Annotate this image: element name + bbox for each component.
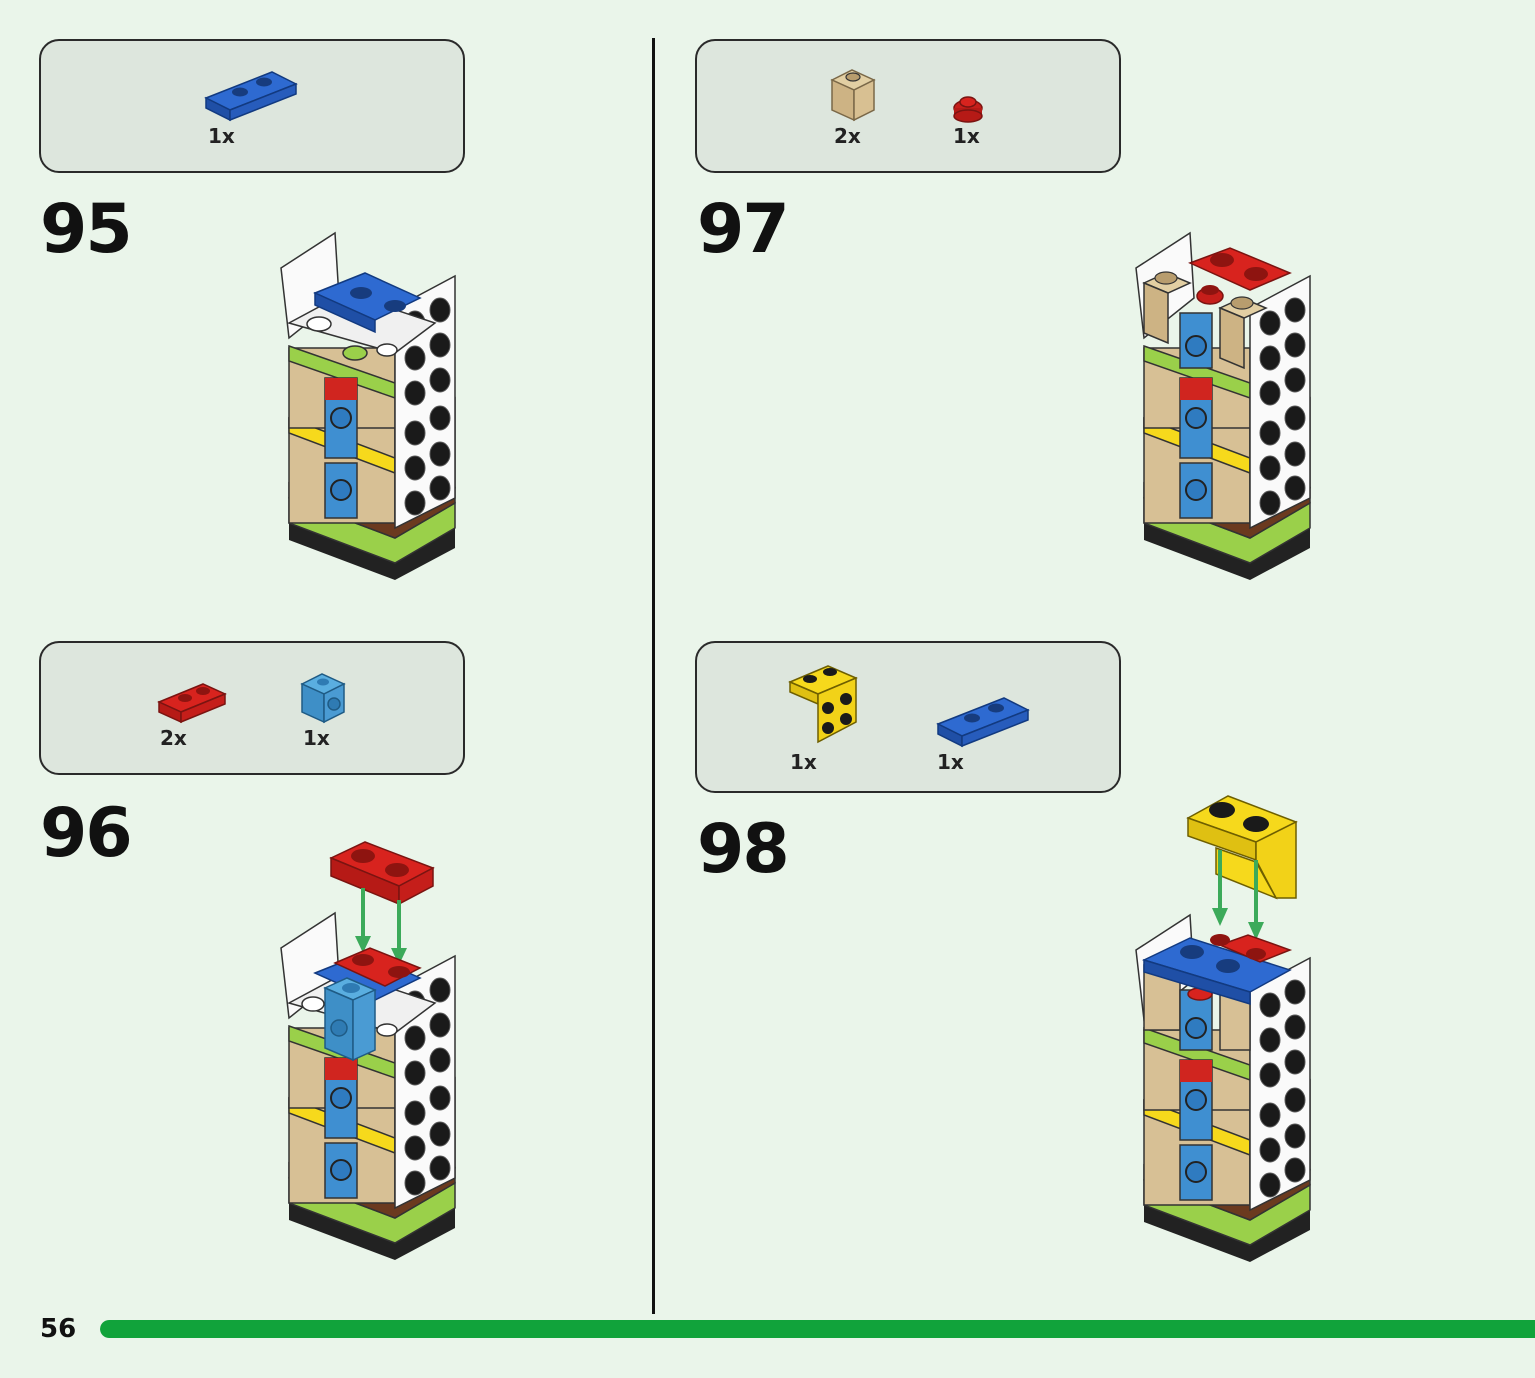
model-step-98 <box>1135 795 1311 1262</box>
parts-panel-step-97 <box>695 39 1121 173</box>
parts-panel-step-96 <box>39 641 465 775</box>
progress-fill <box>100 1320 1535 1338</box>
step-number-97: 97 <box>697 190 790 269</box>
red-plate-1x2-icon <box>157 683 227 724</box>
blue-plate-1x3-icon <box>936 697 1030 748</box>
tan-brick-1x1-icon <box>830 69 876 122</box>
part-qty: 1x <box>937 750 964 774</box>
yellow-bracket-icon <box>788 665 858 744</box>
part-qty: 2x <box>834 124 861 148</box>
model-step-95 <box>280 231 456 580</box>
page-number: 56 <box>40 1314 77 1344</box>
progress-bar <box>100 1320 1535 1338</box>
step-number-96: 96 <box>40 794 133 873</box>
blue-brick-side-stud-icon <box>300 673 346 724</box>
parts-panel-step-98 <box>695 641 1121 793</box>
part-qty: 1x <box>790 750 817 774</box>
model-step-97 <box>1135 231 1311 580</box>
step-number-95: 95 <box>40 190 133 269</box>
blue-plate-1x3-icon <box>204 71 298 122</box>
part-qty: 2x <box>160 726 187 750</box>
model-step-96 <box>280 841 456 1260</box>
part-qty: 1x <box>303 726 330 750</box>
step-number-98: 98 <box>697 810 790 889</box>
page-divider <box>652 38 655 1314</box>
part-qty: 1x <box>953 124 980 148</box>
part-qty: 1x <box>208 124 235 148</box>
red-round-plate-icon <box>953 96 983 123</box>
